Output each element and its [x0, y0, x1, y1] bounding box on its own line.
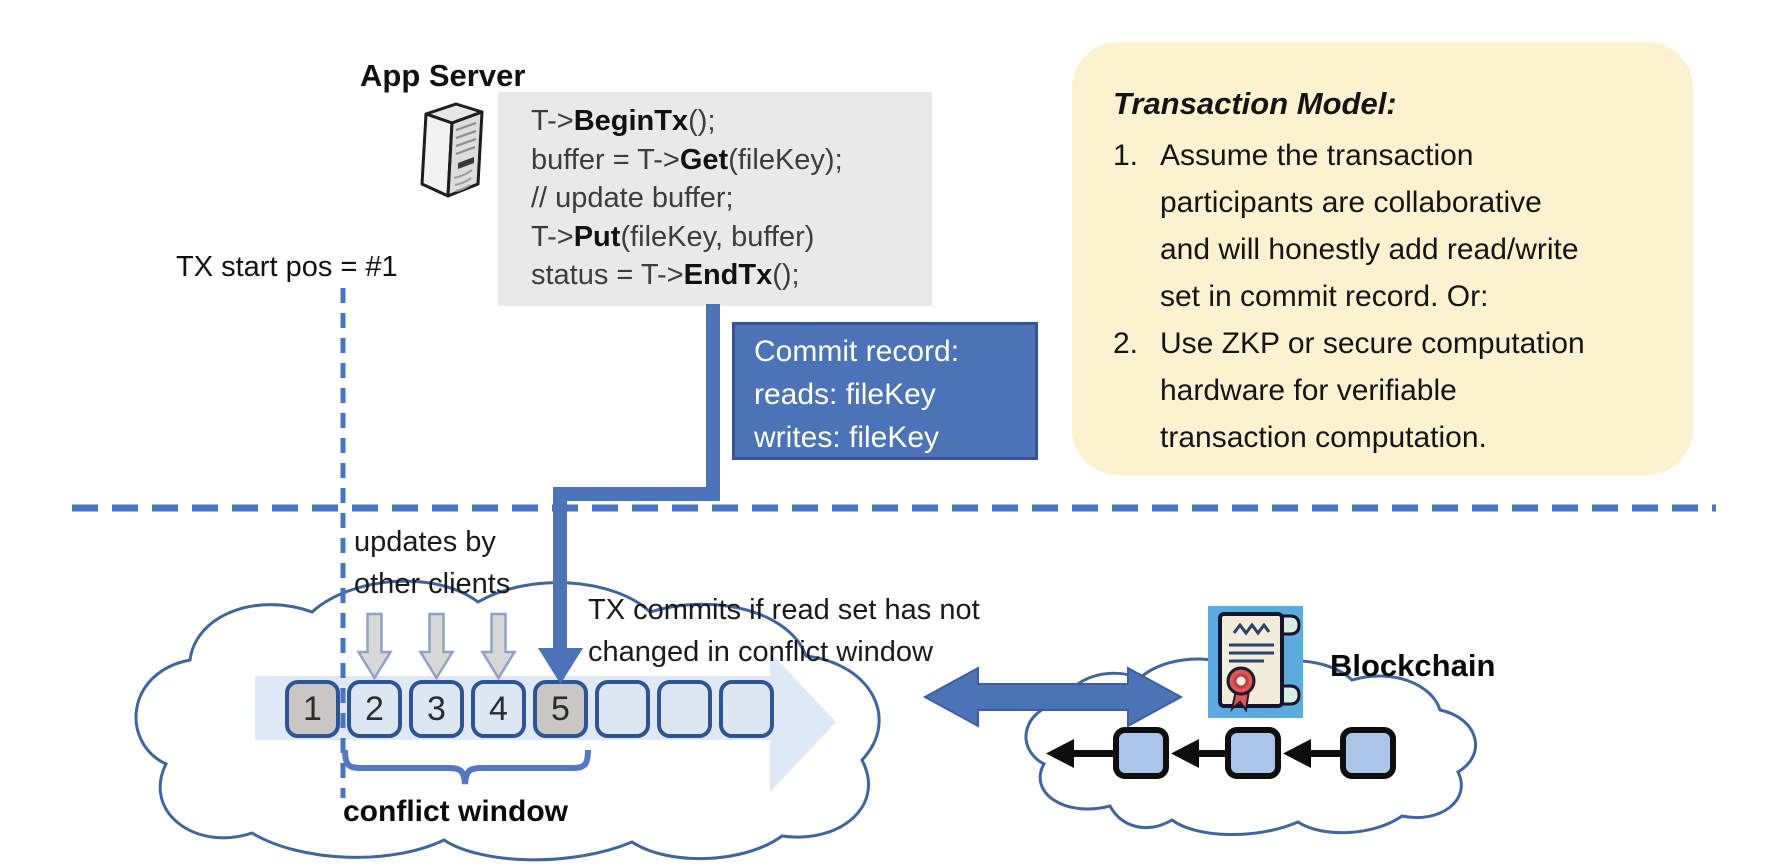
timeline-block [657, 680, 712, 738]
commit-record-writes: writes: fileKey [754, 421, 940, 454]
timeline-block: 2 [347, 680, 402, 738]
timeline-block: 3 [409, 680, 464, 738]
timeline-block [719, 680, 774, 738]
code-line: buffer = T->Get(fileKey); [531, 143, 843, 176]
blockchain-label: Blockchain [1330, 648, 1496, 683]
timeline-block [595, 680, 650, 738]
note-item-text: Assume the transaction participants are … [1160, 139, 1579, 313]
tx-commits-label: TX commits if read set has not changed i… [588, 594, 980, 668]
commit-record-reads: reads: fileKey [754, 378, 936, 411]
code-line: status = T->EndTx(); [531, 259, 800, 291]
chain-block [1225, 727, 1281, 779]
transaction-code-block: T->BeginTx(); buffer = T->Get(fileKey); … [498, 92, 932, 306]
commit-record-box: Commit record: reads: fileKey writes: fi… [732, 322, 1038, 460]
tx-start-pos-label: TX start pos = #1 [176, 251, 398, 283]
transaction-model-note: Transaction Model: 1. Assume the transac… [1072, 42, 1693, 475]
commit-record-title: Commit record: [754, 335, 960, 368]
note-item-text: Use ZKP or secure computation hardware f… [1160, 327, 1585, 454]
note-item-number: 2. [1113, 327, 1139, 360]
note-item-number: 1. [1113, 139, 1139, 172]
code-line: T->Put(fileKey, buffer) [531, 220, 815, 253]
timeline-block: 5 [533, 680, 588, 738]
timeline-block: 4 [471, 680, 526, 738]
note-item-2: 2. Use ZKP or secure computation hardwar… [1113, 320, 1693, 461]
chain-block [1113, 727, 1169, 779]
timeline-block: 1 [285, 680, 340, 738]
code-line: T->BeginTx(); [531, 105, 716, 137]
code-line: // update buffer; [531, 182, 734, 214]
chain-block [1340, 727, 1396, 779]
updates-by-other-clients-label: updates by other clients [354, 526, 511, 600]
conflict-window-label: conflict window [343, 795, 568, 828]
note-title: Transaction Model: [1113, 86, 1397, 121]
note-item-1: 1. Assume the transaction participants a… [1113, 132, 1693, 320]
app-server-label: App Server [360, 58, 526, 93]
